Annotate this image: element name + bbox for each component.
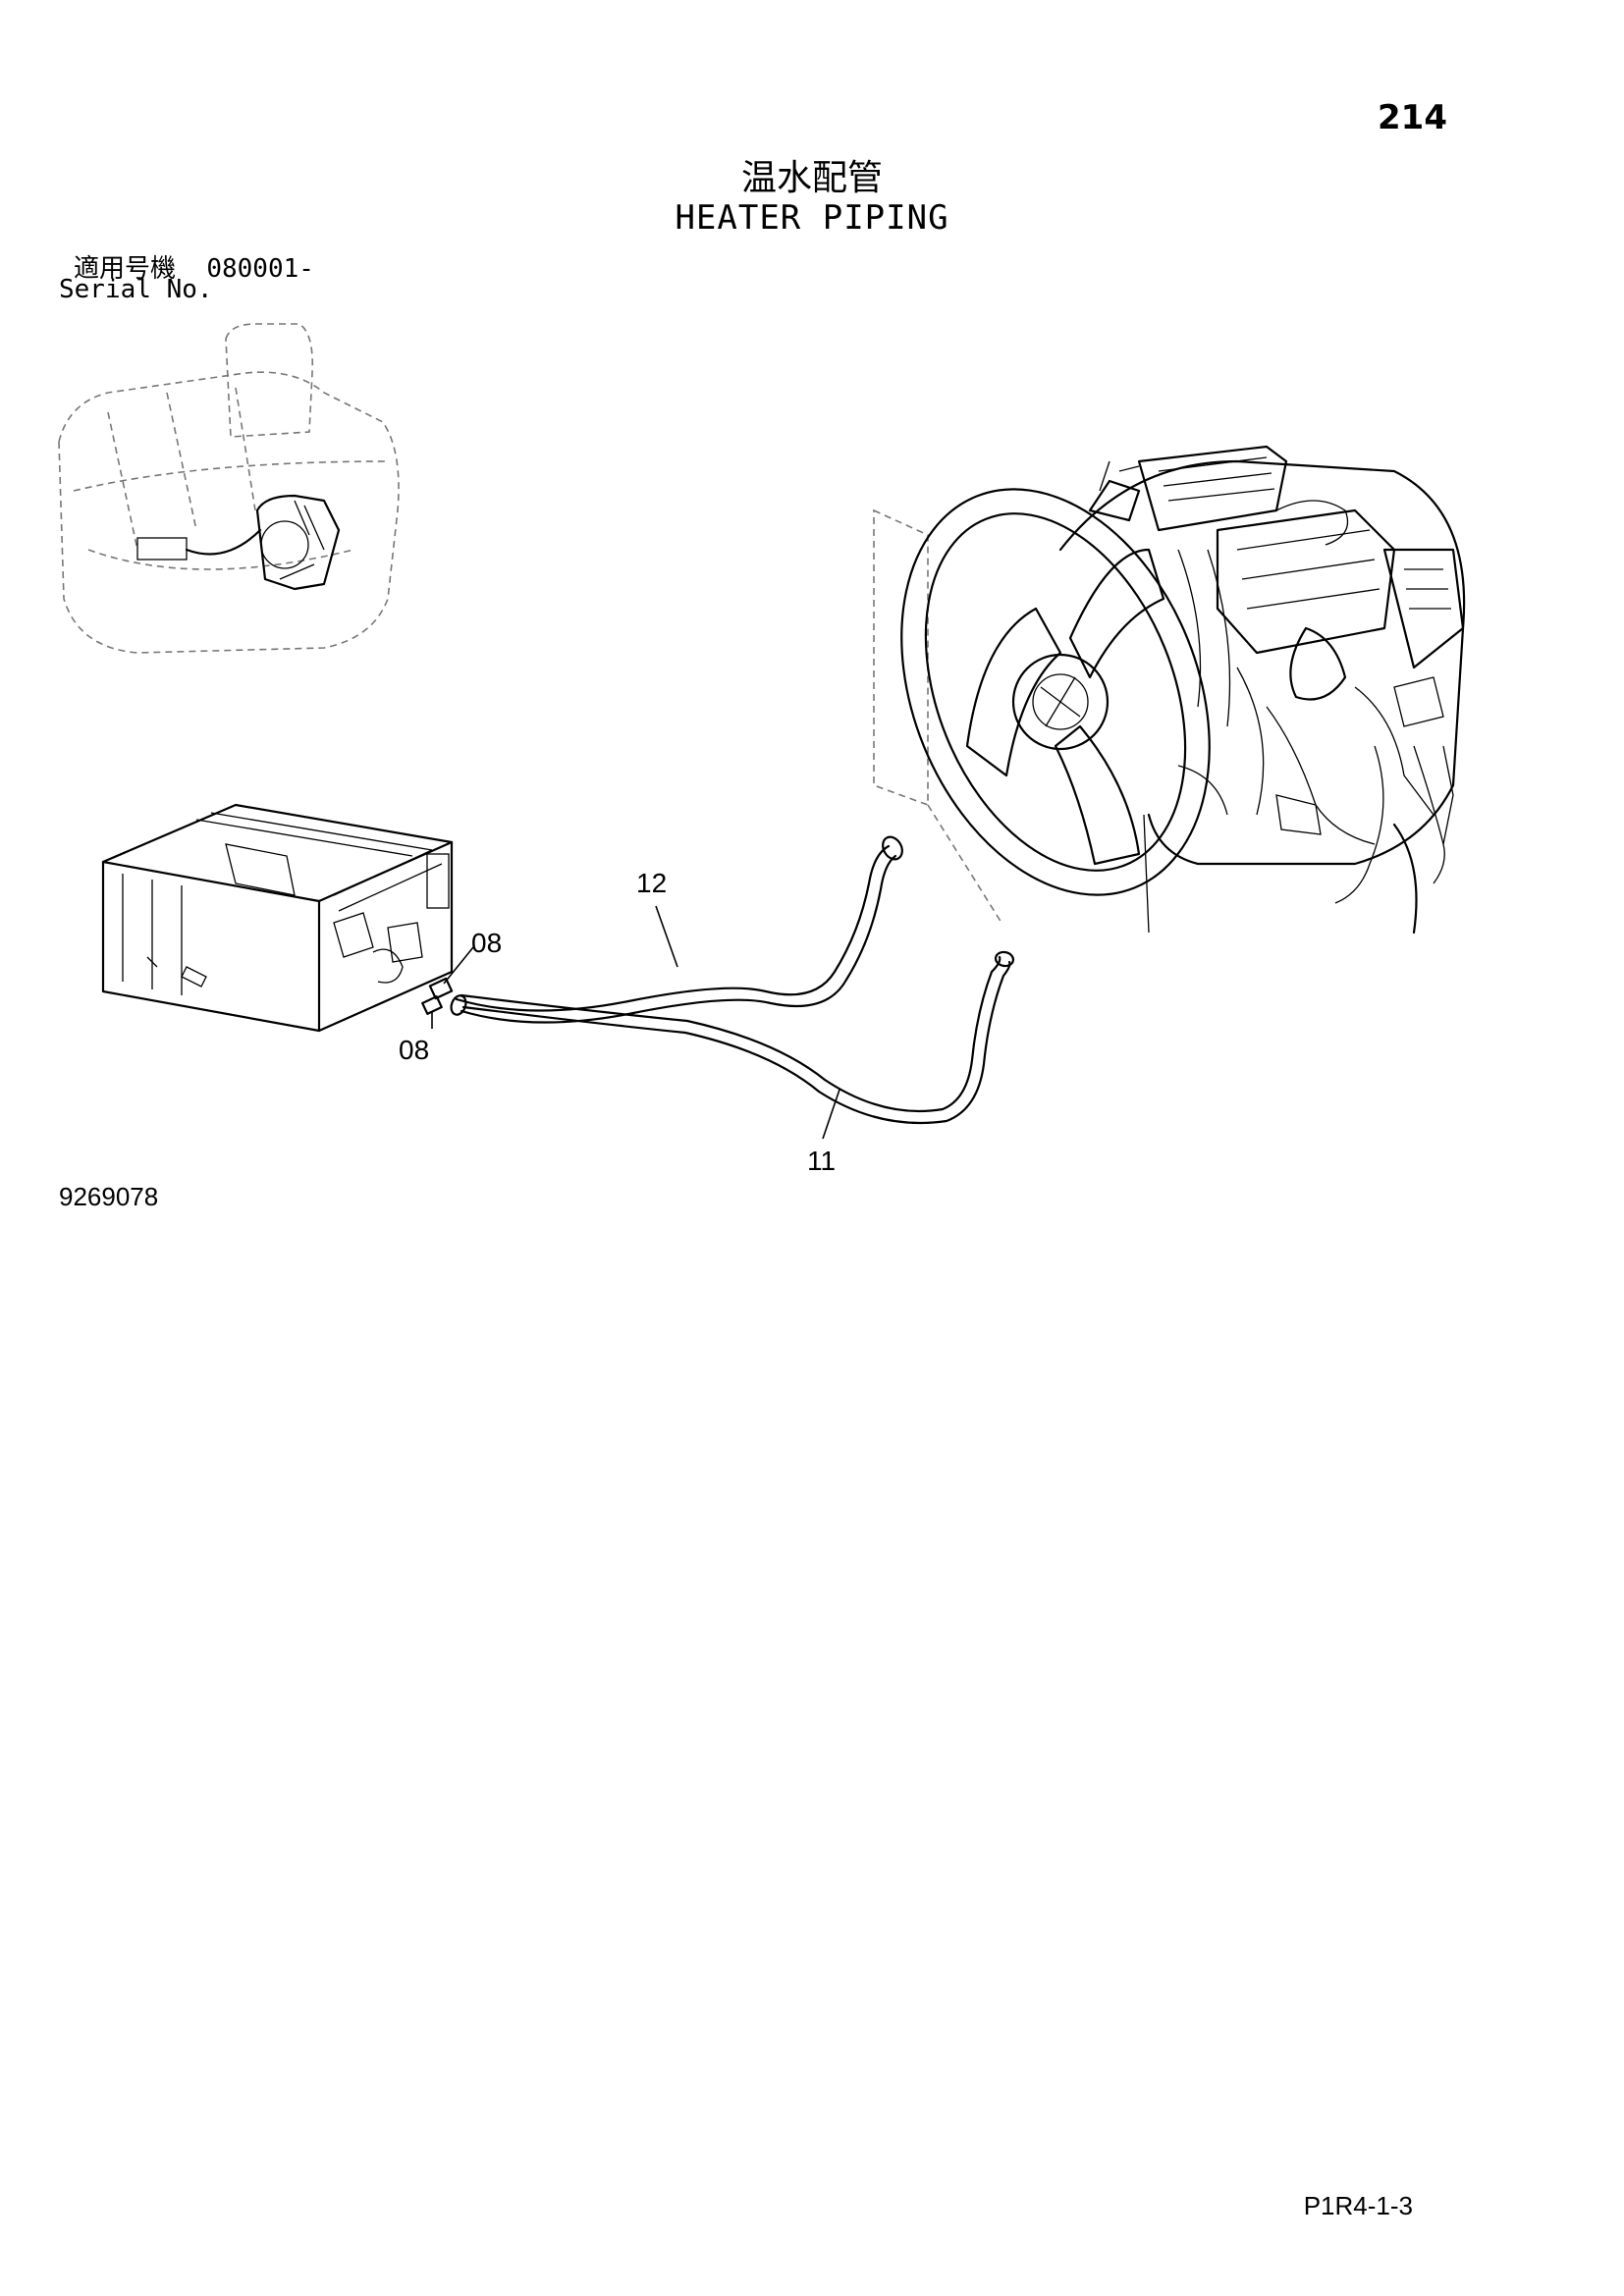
page-title-ja: 温水配管 bbox=[740, 158, 883, 198]
serial-label-en: Serial No. bbox=[59, 275, 213, 304]
callout-leaders bbox=[431, 905, 840, 1140]
serial-range: 適用号機 080001- bbox=[74, 248, 314, 285]
callout-clamp-08-lower: 08 bbox=[399, 1035, 430, 1065]
callout-hose-12: 12 bbox=[636, 868, 668, 898]
machine-overview-icon bbox=[58, 323, 400, 654]
hose-icon bbox=[450, 835, 1015, 1125]
sheet-code: P1R4-1-3 bbox=[1303, 2191, 1413, 2220]
hose-clamp-icon bbox=[421, 977, 454, 1015]
serial-label-ja: 適用号機 bbox=[74, 254, 177, 284]
heater-unit-icon bbox=[101, 803, 454, 1033]
page-number: 214 bbox=[1378, 98, 1447, 137]
page-title-en: HEATER PIPING bbox=[675, 198, 949, 238]
drawing-number: 9269078 bbox=[59, 1182, 159, 1211]
engine-fan-icon bbox=[873, 445, 1466, 934]
callout-clamp-08-upper: 08 bbox=[471, 928, 503, 958]
callout-hose-11: 11 bbox=[807, 1146, 837, 1176]
serial-range-value: 080001- bbox=[206, 254, 314, 284]
